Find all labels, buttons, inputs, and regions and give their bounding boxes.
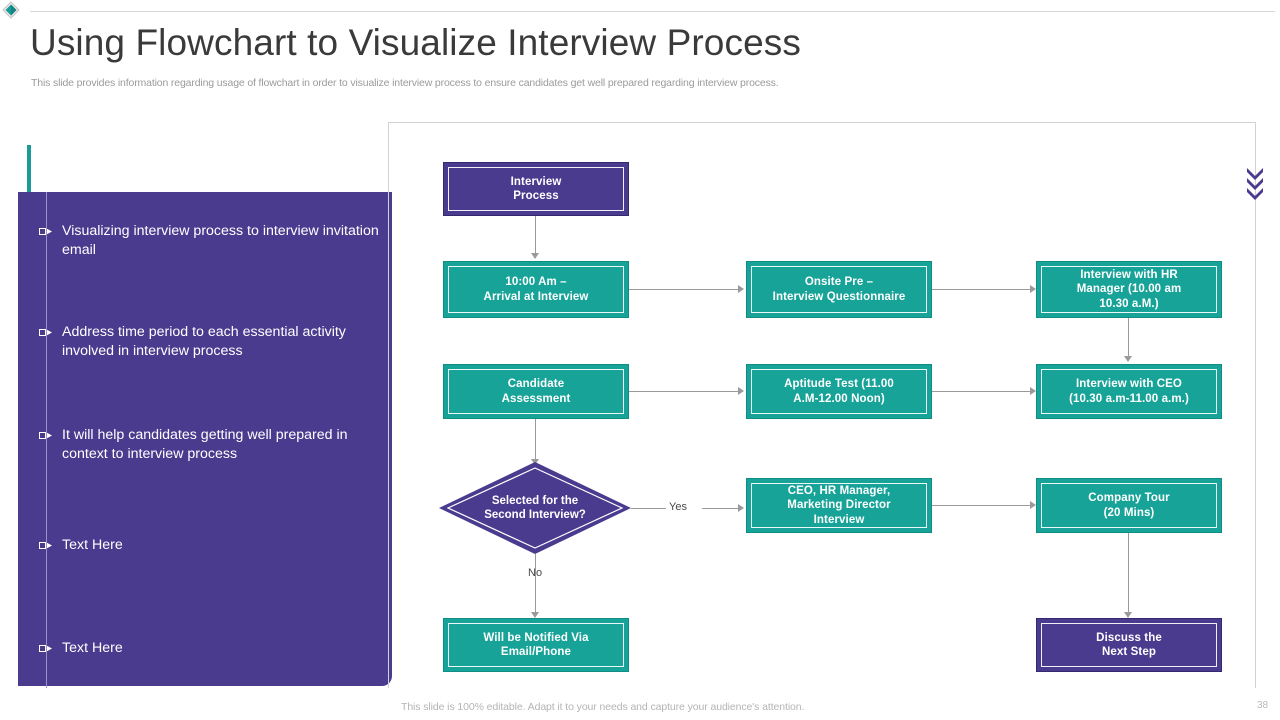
flow-node-company-tour[interactable]: Company Tour(20 Mins) [1036, 478, 1222, 533]
logo-diamond-icon [2, 1, 20, 19]
flow-node-label: Company Tour(20 Mins) [1088, 492, 1170, 519]
edge-label-no: No [528, 567, 543, 579]
list-item[interactable]: Text Here [39, 639, 384, 658]
arrow-head [1030, 387, 1036, 395]
connector-decision-no [535, 554, 536, 614]
bullet-arrow-icon [39, 432, 52, 439]
page-subtitle: This slide provides information regardin… [31, 77, 779, 89]
connector-start-arrival [535, 216, 536, 255]
arrow-head [531, 253, 539, 259]
flow-node-arrival[interactable]: 10:00 Am –Arrival at Interview [443, 261, 629, 318]
connector-decision-yes [631, 508, 666, 509]
connector-questionnaire-hr [932, 289, 1032, 290]
bullet-arrow-icon [39, 329, 52, 336]
flow-node-label: Interview with CEO(10.30 a.m-11.00 a.m.) [1069, 378, 1189, 405]
connector-hr-ceo [1128, 318, 1129, 358]
arrow-head [738, 504, 744, 512]
page-number: 38 [1257, 700, 1269, 711]
connector-arrival-questionnaire [629, 289, 739, 290]
flow-node-label: Onsite Pre –Interview Questionnaire [772, 276, 906, 303]
connector-assessment-decision [535, 419, 536, 461]
list-item[interactable]: It will help candidates getting well pre… [39, 426, 384, 464]
flow-node-ceo-interview[interactable]: Interview with CEO(10.30 a.m-11.00 a.m.) [1036, 364, 1222, 419]
connector-yes-panel [702, 508, 739, 509]
flow-node-questionnaire[interactable]: Onsite Pre –Interview Questionnaire [746, 261, 932, 318]
page-title: Using Flowchart to Visualize Interview P… [30, 22, 801, 63]
connector-tour-nextstep [1128, 532, 1129, 614]
sidebar-panel [18, 192, 392, 686]
bullet-arrow-icon [39, 228, 52, 235]
bullet-arrow-icon [39, 542, 52, 549]
header-divider [30, 11, 1275, 12]
arrow-head [1124, 356, 1132, 362]
sidebar-timeline-line [46, 192, 47, 688]
arrow-head [738, 387, 744, 395]
footer-note: This slide is 100% editable. Adapt it to… [401, 701, 805, 713]
diamond-shape-icon [439, 462, 631, 554]
list-item[interactable]: Address time period to each essential ac… [39, 323, 384, 361]
list-item-label: Address time period to each essential ac… [62, 324, 346, 359]
list-item-label: Visualizing interview process to intervi… [62, 223, 379, 258]
arrow-head [531, 612, 539, 618]
list-item-label: It will help candidates getting well pre… [62, 427, 348, 462]
arrow-head [738, 285, 744, 293]
connector-panel-tour [932, 505, 1032, 506]
connector-aptitude-ceo [932, 391, 1032, 392]
list-item[interactable]: Text Here [39, 536, 384, 555]
chevron-down-icon [1247, 168, 1263, 200]
arrow-head [1124, 612, 1132, 618]
arrow-head [1030, 501, 1036, 509]
flowchart-frame [388, 122, 1256, 688]
edge-label-yes: Yes [669, 501, 687, 513]
arrow-head [1030, 285, 1036, 293]
flow-node-label: 10:00 Am –Arrival at Interview [483, 276, 589, 303]
list-item[interactable]: Visualizing interview process to intervi… [39, 222, 384, 260]
connector-assessment-aptitude [629, 391, 739, 392]
bullet-arrow-icon [39, 645, 52, 652]
list-item-label: Text Here [62, 640, 123, 656]
list-item-label: Text Here [62, 537, 123, 553]
